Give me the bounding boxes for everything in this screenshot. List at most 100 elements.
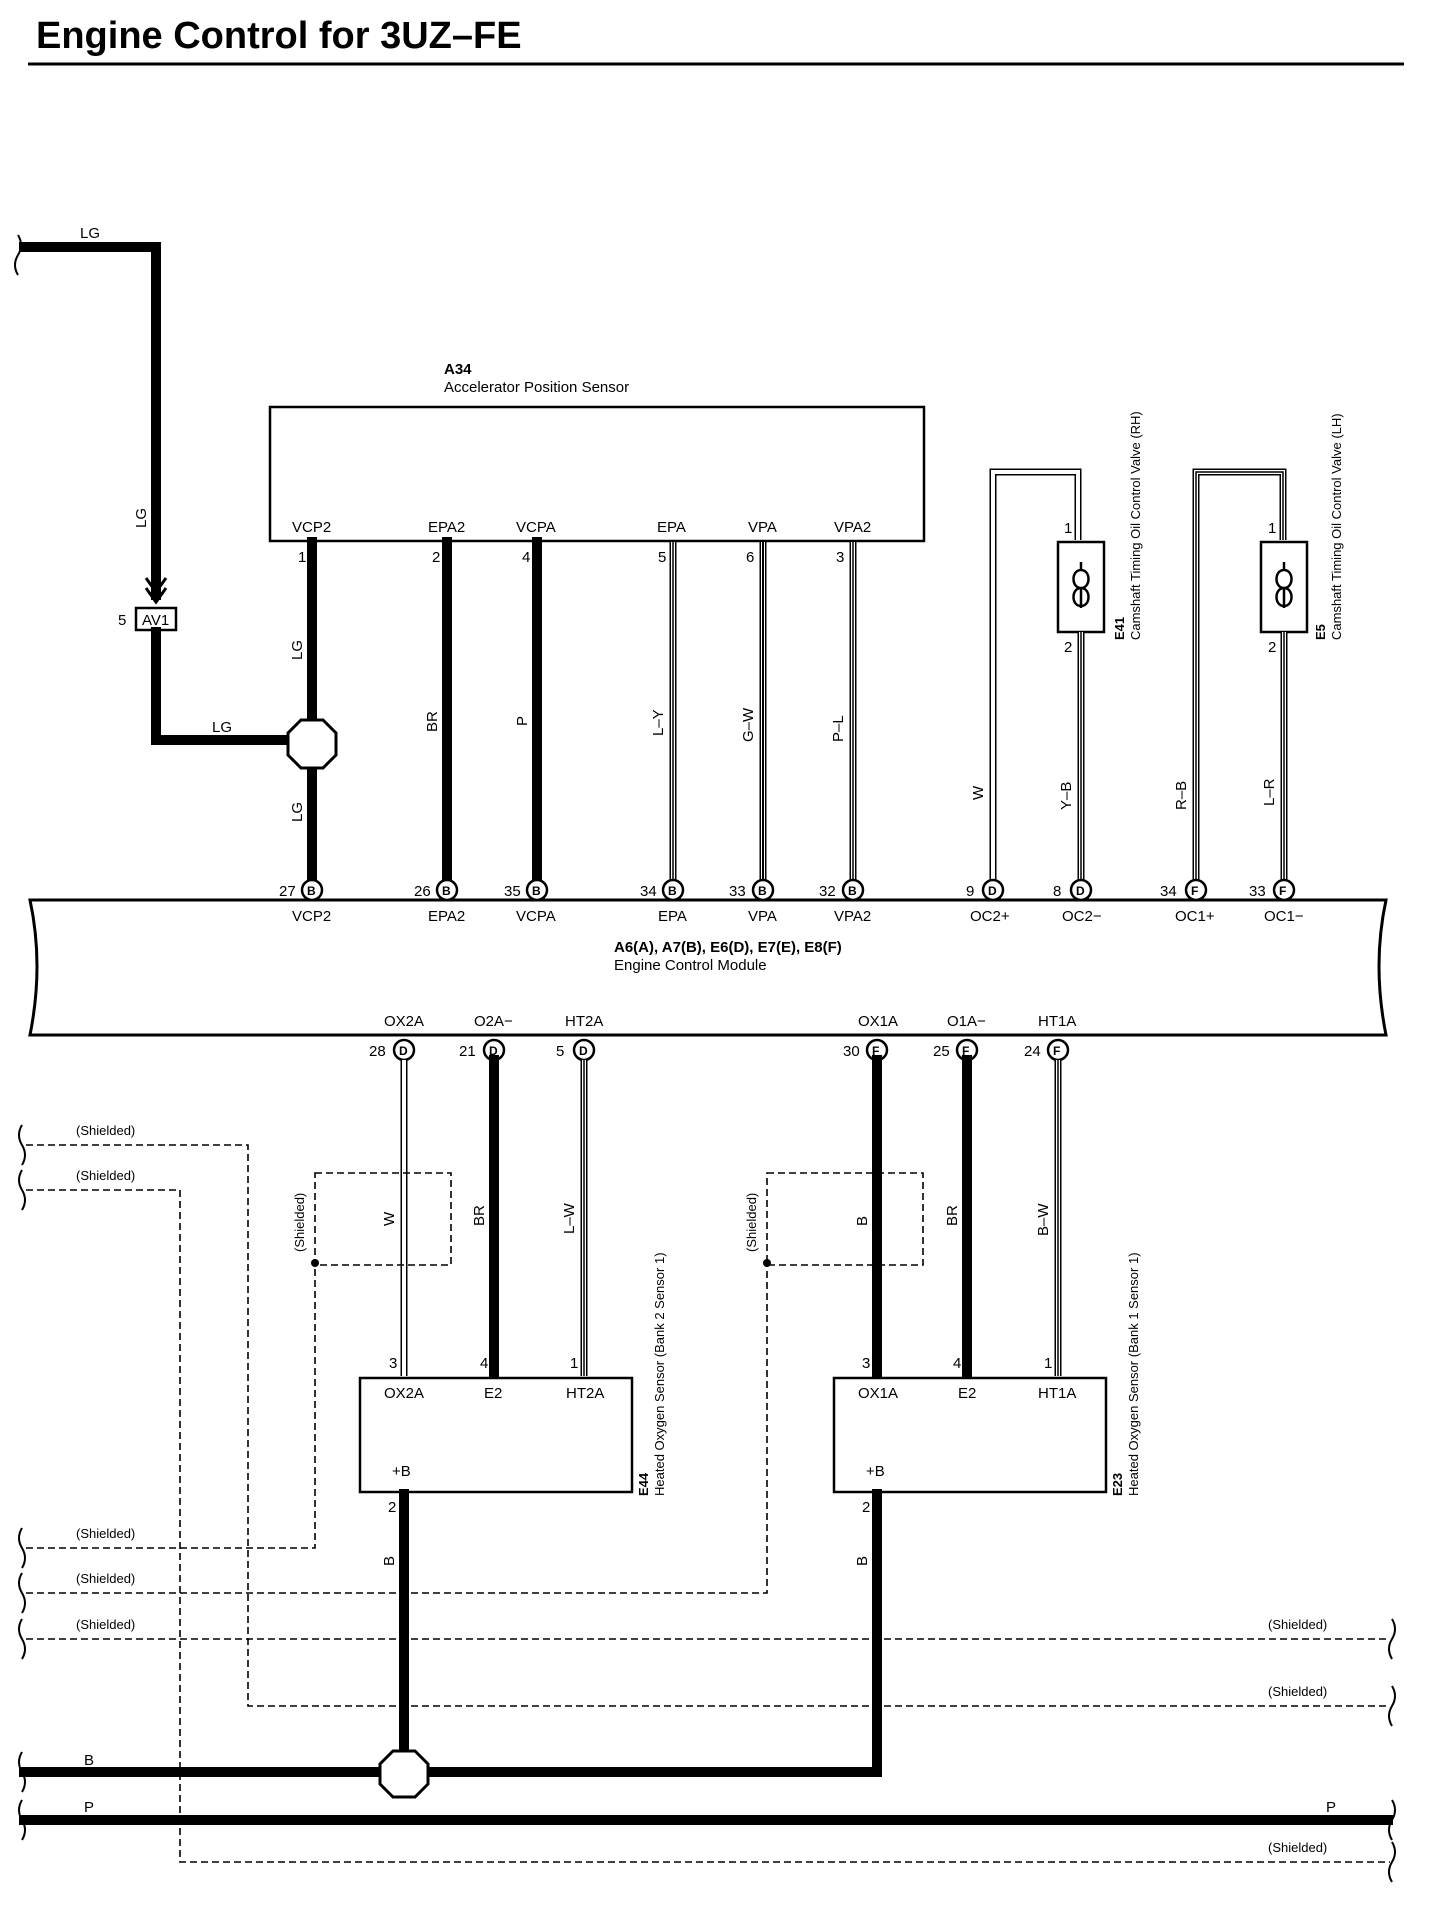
a34-pin-number: 1 xyxy=(298,549,306,566)
shielded-labels: (Shielded) (Shielded) (Shielded) (Shield… xyxy=(76,1123,1327,1855)
wire-label-b: B xyxy=(84,1752,94,1769)
connector-letter: D xyxy=(579,1044,588,1058)
wire-label-p: P xyxy=(1326,1799,1336,1816)
wire-label-lg: LG xyxy=(212,719,232,736)
ecm-pin-number: 30 xyxy=(843,1043,860,1060)
wire-label-b: B xyxy=(381,1556,398,1566)
ecm-pin-label: O1A− xyxy=(947,1013,986,1030)
ecm-pin-number: 33 xyxy=(1249,883,1266,900)
wire-label-lg: LG xyxy=(289,802,306,822)
ecm-pin-number: 34 xyxy=(640,883,657,900)
av1-pin-number: 5 xyxy=(118,612,126,629)
e41-code: E41 xyxy=(1112,617,1127,640)
ecm-pin-label: HT2A xyxy=(565,1013,603,1030)
shielded-label: (Shielded) xyxy=(1268,1617,1327,1632)
e44-pin-number: 4 xyxy=(480,1355,488,1372)
a34-pin-epa2: EPA2 xyxy=(428,519,465,536)
connector-letter: F xyxy=(962,1044,969,1058)
wire-label-w: W xyxy=(381,1211,398,1226)
e23-pin-number: 1 xyxy=(1044,1355,1052,1372)
wire-e23-plus-b xyxy=(399,1489,882,1777)
a34-pin-vpa2: VPA2 xyxy=(834,519,871,536)
ecm-pin-number: 26 xyxy=(414,883,431,900)
wire-label-gw: G–W xyxy=(740,707,757,742)
wire-label-pl: P–L xyxy=(830,715,847,742)
e23-pin-number: 3 xyxy=(862,1355,870,1372)
ecm-code: A6(A), A7(B), E6(D), E7(E), E8(F) xyxy=(614,939,842,956)
ecm-pin-number: 28 xyxy=(369,1043,386,1060)
a34-pin-number: 2 xyxy=(432,549,440,566)
wire-label-lr: L–R xyxy=(1261,778,1278,806)
ecm-pin-label: OC2− xyxy=(1062,908,1102,925)
ecm-terminal: HT2A D 5 xyxy=(556,1013,603,1062)
connector-letter: F xyxy=(1279,884,1286,898)
e44-sensor: 3 4 1 OX2A E2 HT2A +B E44 Heated Oxygen … xyxy=(358,1252,667,1516)
ecm-top-terminals: B 27 VCP2 B 26 EPA2 B 35 VCPA B 34 EPA B… xyxy=(279,878,1304,925)
connector-letter: F xyxy=(872,1044,879,1058)
ecm-pin-number: 33 xyxy=(729,883,746,900)
a34-pin-number: 6 xyxy=(746,549,754,566)
ecm-pin-number: 35 xyxy=(504,883,521,900)
wire-label-lg: LG xyxy=(80,225,100,242)
av1-label: AV1 xyxy=(142,612,169,629)
e23-pin-number: 4 xyxy=(953,1355,961,1372)
ecm-pin-number: 21 xyxy=(459,1043,476,1060)
e44-pin-label: OX2A xyxy=(384,1385,424,1402)
ecm-terminal: B 32 VPA2 xyxy=(819,878,871,925)
shielded-label: (Shielded) xyxy=(1268,1840,1327,1855)
shielded-label: (Shielded) xyxy=(76,1617,135,1632)
ecm-terminal: F 34 OC1+ xyxy=(1160,878,1215,925)
ecm-pin-number: 5 xyxy=(556,1043,564,1060)
connector-letter: D xyxy=(1076,884,1085,898)
ecm-terminal: D 8 OC2− xyxy=(1053,878,1102,925)
e44-pin-label: E2 xyxy=(484,1385,502,1402)
connector-letter: D xyxy=(489,1044,498,1058)
e23-pin-label: HT1A xyxy=(1038,1385,1076,1402)
e23-sensor: 3 4 1 OX1A E2 HT1A +B E23 Heated Oxygen … xyxy=(832,1252,1141,1516)
e5-name: Camshaft Timing Oil Control Valve (LH) xyxy=(1329,413,1344,640)
a34-sensor: A34 Accelerator Position Sensor VCP2 EPA… xyxy=(268,361,926,566)
wire-label-br: BR xyxy=(471,1205,488,1226)
connector-letter: F xyxy=(1053,1044,1060,1058)
wire-label-p: P xyxy=(84,1799,94,1816)
wire-break-markers xyxy=(18,1124,1396,1883)
ecm-name: Engine Control Module xyxy=(614,957,767,974)
ecm-pin-number: 32 xyxy=(819,883,836,900)
a34-name: Accelerator Position Sensor xyxy=(444,379,629,396)
ecm-pin-label: OX2A xyxy=(384,1013,424,1030)
e44-name: Heated Oxygen Sensor (Bank 2 Sensor 1) xyxy=(652,1252,667,1496)
connector-letter: B xyxy=(442,884,451,898)
wire-oc2plus xyxy=(989,468,1082,880)
ecm-pin-label: O2A− xyxy=(474,1013,513,1030)
connector-letter: D xyxy=(988,884,997,898)
connector-letter: B xyxy=(848,884,857,898)
e5-pin-number: 1 xyxy=(1268,520,1276,537)
ecm-pin-label: OX1A xyxy=(858,1013,898,1030)
ecm-terminal: B 27 VCP2 xyxy=(279,878,331,925)
connector-letter: B xyxy=(307,884,316,898)
ecm-pin-label: HT1A xyxy=(1038,1013,1076,1030)
a34-pin-number: 5 xyxy=(658,549,666,566)
ecm-pin-number: 9 xyxy=(966,883,974,900)
e5-code: E5 xyxy=(1313,624,1328,640)
e44-pin-number: 1 xyxy=(570,1355,578,1372)
wire-label-b: B xyxy=(854,1216,871,1226)
ecm-pin-label: OC1− xyxy=(1264,908,1304,925)
e23-code: E23 xyxy=(1110,1473,1125,1496)
ecm-pin-label: VPA xyxy=(748,908,777,925)
a34-pin-epa: EPA xyxy=(657,519,686,536)
shielded-label: (Shielded) xyxy=(76,1571,135,1586)
e23-name: Heated Oxygen Sensor (Bank 1 Sensor 1) xyxy=(1126,1252,1141,1496)
ecm-terminal: O2A− D 21 xyxy=(459,1013,513,1062)
page-title: Engine Control for 3UZ–FE xyxy=(36,15,522,57)
shielded-label: (Shielded) xyxy=(76,1526,135,1541)
a34-pin-number: 4 xyxy=(522,549,530,566)
wire-label-br: BR xyxy=(944,1205,961,1226)
e41-valve: 1 2 E41 Camshaft Timing Oil Control Valv… xyxy=(1056,411,1143,656)
a34-pin-vpa: VPA xyxy=(748,519,777,536)
shielded-label: (Shielded) xyxy=(76,1123,135,1138)
a34-pin-number: 3 xyxy=(836,549,844,566)
wire-label-bw: B–W xyxy=(1035,1203,1052,1236)
ecm-pin-label: EPA xyxy=(658,908,687,925)
